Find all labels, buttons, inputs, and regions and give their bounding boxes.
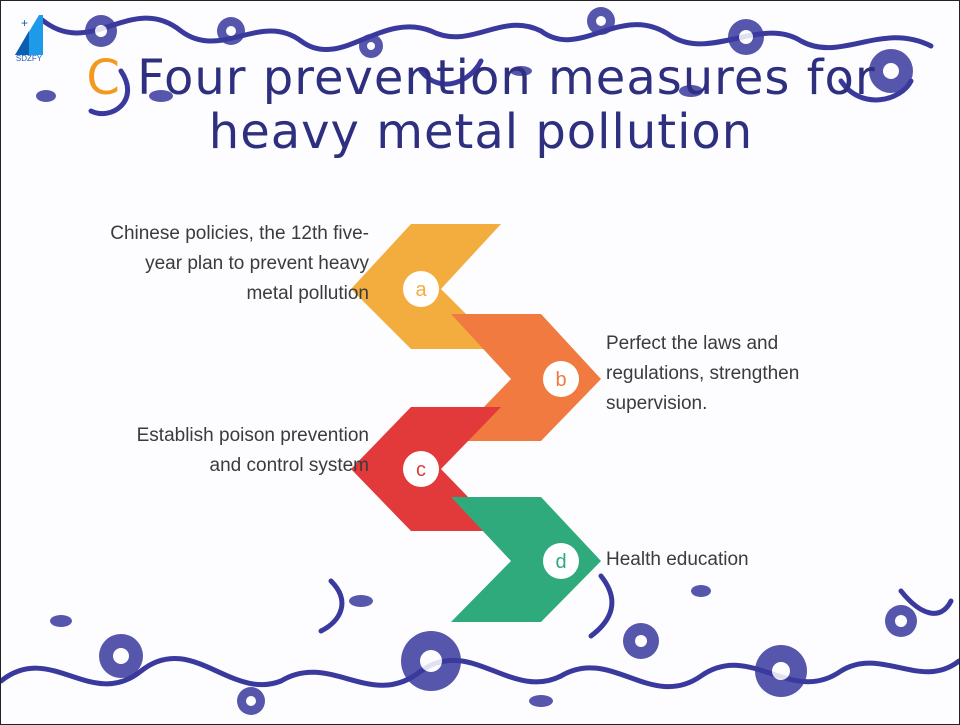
step-b-marker xyxy=(543,361,579,397)
floral-ornament-bottom xyxy=(1,573,959,715)
floral-ornament-top xyxy=(36,7,934,117)
step-a-text: Chinese policies, the 12th five-year pla… xyxy=(110,223,369,304)
zigzag-steps: a b c d xyxy=(351,224,601,622)
step-a-letter: a xyxy=(415,279,427,301)
title-letter: C xyxy=(86,50,121,106)
step-b-letter: b xyxy=(555,369,566,391)
step-d-band xyxy=(451,497,601,622)
step-c-letter: c xyxy=(416,459,426,481)
step-a-marker xyxy=(403,271,439,307)
step-d-letter: d xyxy=(555,551,566,573)
step-d-marker xyxy=(543,543,579,579)
step-c-text: Establish poison prevention and control … xyxy=(136,425,369,476)
step-b-text: Perfect the laws and regulations, streng… xyxy=(606,333,800,414)
step-c-marker xyxy=(403,451,439,487)
step-d-text: Health education xyxy=(606,549,749,570)
title-text: Four prevention measures for heavy metal… xyxy=(120,50,876,160)
logo-icon: + xyxy=(15,15,43,55)
slide-title: C Four prevention measures for heavy met… xyxy=(81,51,881,159)
svg-text:+: + xyxy=(21,16,28,30)
logo-text: SDZFY xyxy=(15,54,43,63)
